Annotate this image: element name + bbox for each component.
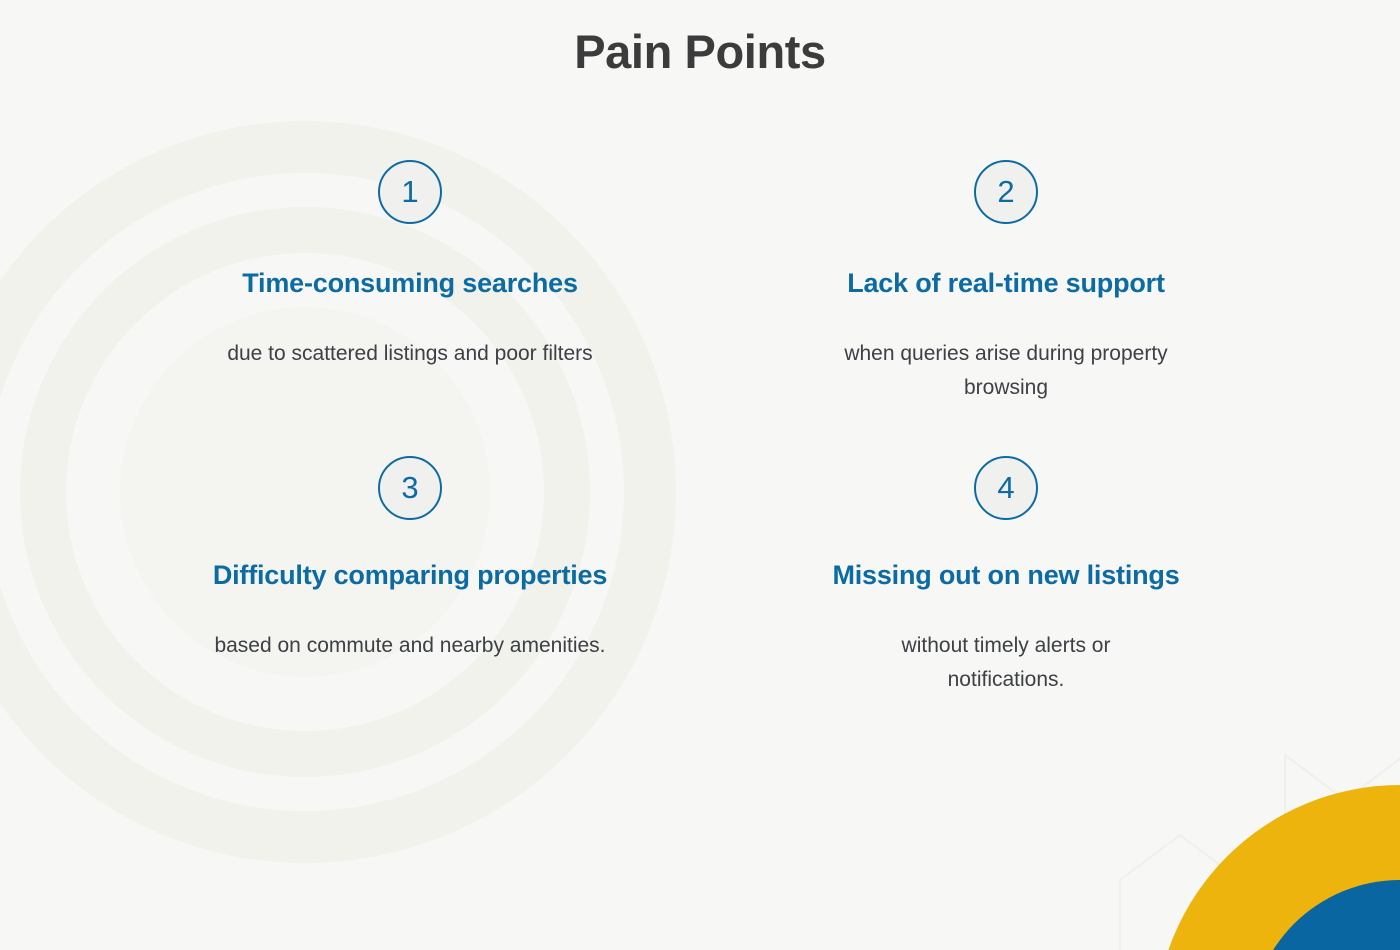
point-number-badge-1: 1 bbox=[378, 160, 442, 224]
point-number-badge-2: 2 bbox=[974, 160, 1038, 224]
pain-point-item-2: 2 Lack of real-time support when queries… bbox=[708, 160, 1304, 404]
point-number-badge-3: 3 bbox=[378, 456, 442, 521]
page-title: Pain Points bbox=[574, 25, 826, 78]
point-title-3: Difficulty comparing properties bbox=[212, 560, 608, 591]
pain-point-item-4: 4 Missing out on new listings without ti… bbox=[708, 456, 1304, 696]
point-title-4: Missing out on new listings bbox=[832, 560, 1180, 591]
point-title-1: Time-consuming searches bbox=[242, 268, 578, 298]
point-description-4: without timely alerts or notifications. bbox=[901, 634, 1111, 691]
point-description-3: based on commute and nearby amenities. bbox=[214, 634, 606, 658]
point-description-1: due to scattered listings and poor filte… bbox=[227, 342, 593, 366]
pain-point-item-1: 1 Time-consuming searches due to scatter… bbox=[112, 160, 708, 404]
yellow-arc-shape bbox=[1168, 785, 1400, 950]
point-number-3: 3 bbox=[401, 469, 419, 505]
point-number-1: 1 bbox=[401, 173, 419, 209]
pain-points-grid: 1 Time-consuming searches due to scatter… bbox=[112, 160, 1304, 696]
point-number-2: 2 bbox=[997, 173, 1015, 209]
point-description-2: when queries arise during property brows… bbox=[844, 342, 1168, 399]
point-title-2: Lack of real-time support bbox=[847, 268, 1165, 298]
blue-circle-shape bbox=[1273, 880, 1400, 950]
point-number-badge-4: 4 bbox=[974, 456, 1038, 521]
pain-point-item-3: 3 Difficulty comparing properties based … bbox=[112, 456, 708, 696]
point-number-4: 4 bbox=[997, 469, 1015, 505]
chevron-outline-icon bbox=[1119, 753, 1400, 950]
